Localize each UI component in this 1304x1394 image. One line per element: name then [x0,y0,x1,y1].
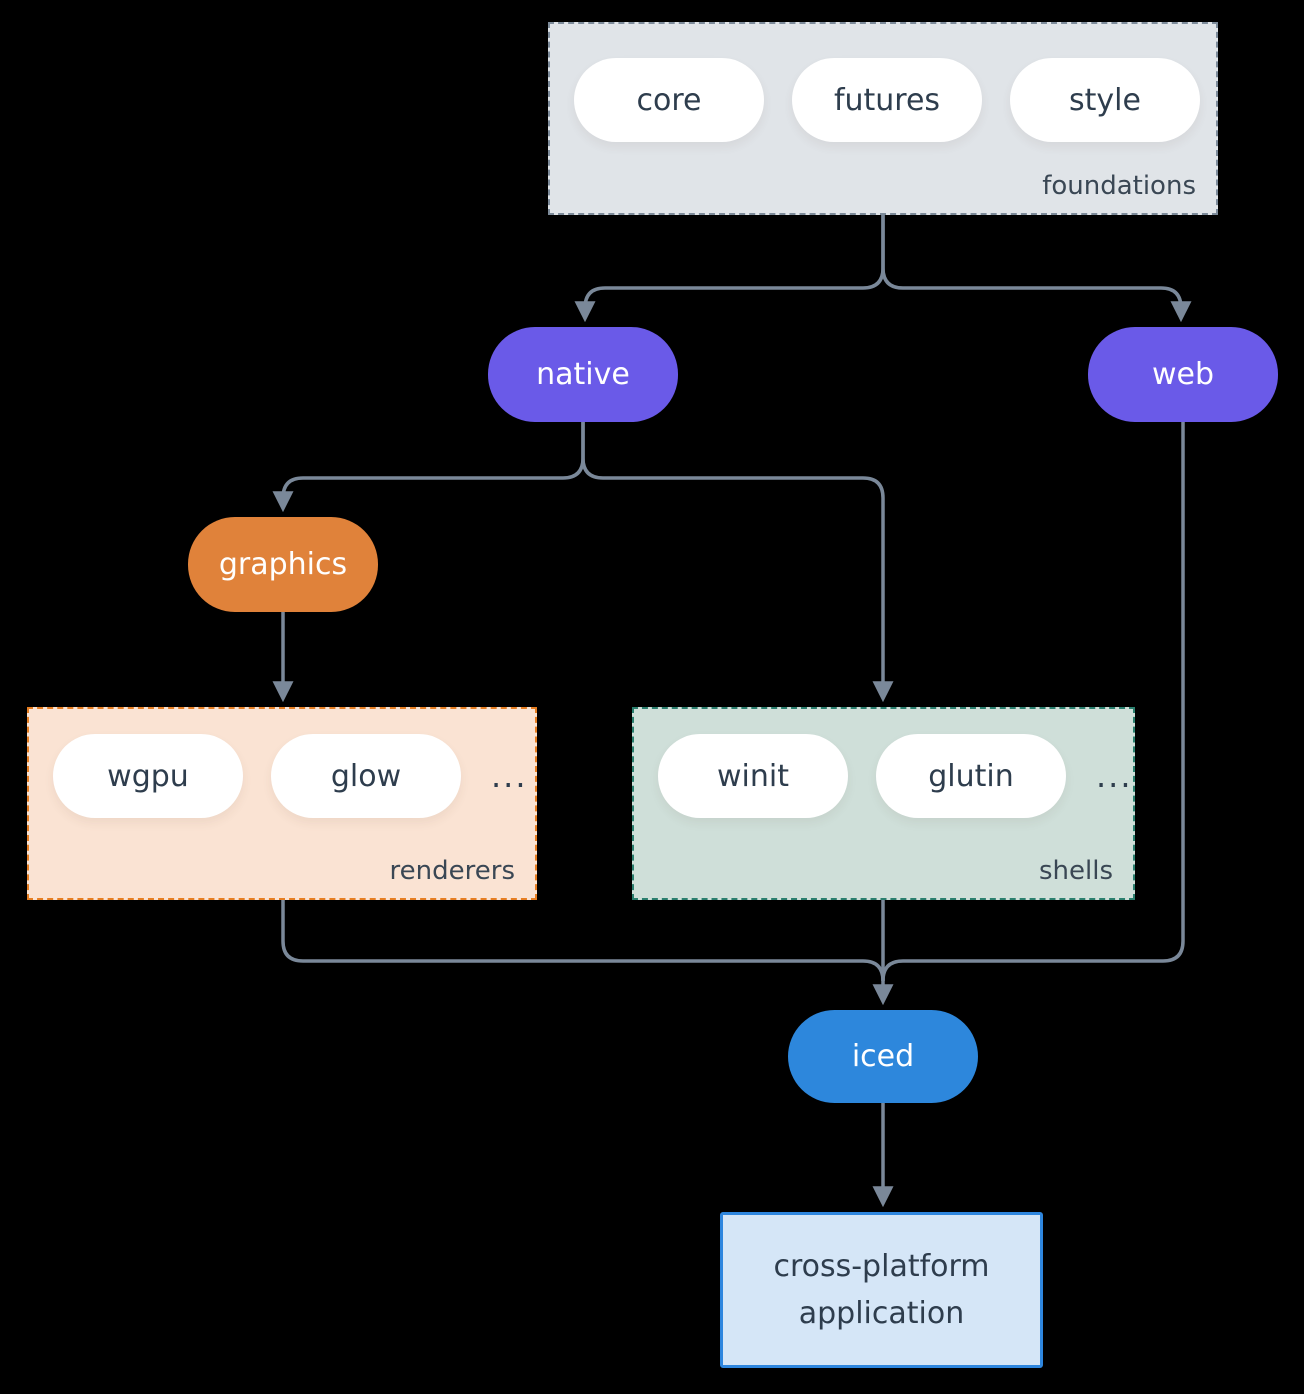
node-web: web [1088,327,1278,422]
edge-foundations-web [881,215,1192,323]
pill-glow: glow [271,734,461,818]
renderers-label: renderers [389,856,515,886]
pill-wgpu: wgpu [53,734,243,818]
pill-winit: winit [658,734,848,818]
renderers-ellipsis: ... [491,757,528,795]
foundations-pills-row: core futures style [550,24,1216,142]
node-native: native [488,327,678,422]
node-graphics: graphics [188,517,378,612]
renderers-pills-row: wgpu glow ... [29,709,535,818]
shells-ellipsis: ... [1096,757,1133,795]
group-renderers: wgpu glow ... renderers [27,707,537,900]
pill-futures: futures [792,58,982,142]
pill-core: core [574,58,764,142]
foundations-label: foundations [1042,171,1196,201]
pill-glutin: glutin [876,734,1066,818]
edge-native-graphics [272,422,585,513]
shells-label: shells [1038,856,1113,886]
cross-platform-application-box: cross-platform application [720,1212,1043,1368]
edge-foundations-native [574,215,885,323]
application-label-line1: cross-platform [773,1249,990,1284]
group-foundations: core futures style foundations [548,22,1218,215]
group-shells: winit glutin ... shells [632,707,1135,900]
shells-pills-row: winit glutin ... [634,709,1133,818]
node-iced: iced [788,1010,978,1103]
edge-native-shells [581,422,894,703]
edge-web-iced [881,422,1185,982]
application-label-line2: application [798,1296,965,1331]
edge-renderers-iced [281,900,885,982]
pill-style: style [1010,58,1200,142]
